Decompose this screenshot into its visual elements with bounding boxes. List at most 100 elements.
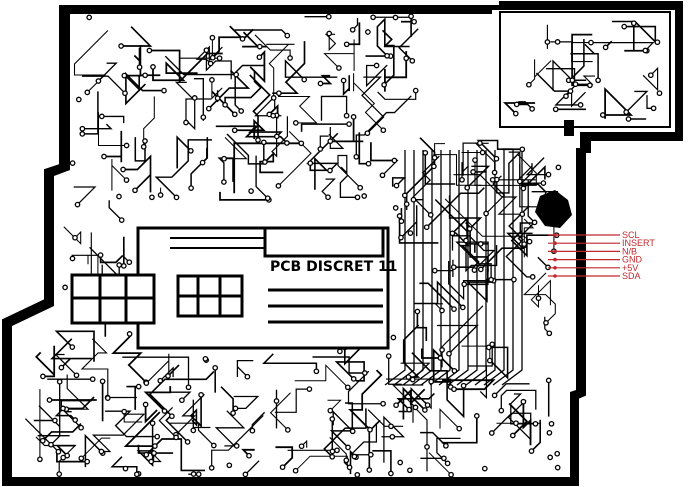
trace (234, 29, 288, 37)
trace (441, 415, 478, 444)
via (327, 138, 334, 145)
via (161, 87, 167, 94)
via (69, 344, 76, 350)
black-pad (564, 120, 574, 136)
trace (224, 137, 248, 160)
via (451, 367, 458, 374)
via (361, 193, 368, 199)
via (463, 237, 469, 244)
trace (575, 75, 595, 85)
trace (262, 353, 318, 372)
via (154, 433, 161, 440)
via (532, 420, 539, 427)
via (122, 465, 129, 472)
via (40, 373, 46, 380)
via (405, 374, 412, 380)
via (179, 397, 185, 404)
via (477, 266, 484, 273)
via (203, 47, 210, 54)
via (424, 402, 431, 408)
trace (123, 154, 152, 193)
via (149, 194, 155, 201)
via (367, 426, 373, 433)
trace (424, 152, 456, 185)
trace (320, 95, 348, 121)
bus-trace (420, 150, 442, 386)
via (621, 23, 628, 30)
via (199, 159, 206, 166)
via (403, 201, 410, 207)
via (349, 26, 356, 33)
via (554, 39, 561, 45)
via (548, 420, 555, 427)
via (79, 125, 86, 132)
via (73, 372, 80, 379)
via (340, 77, 347, 84)
via (72, 417, 79, 423)
via (498, 407, 505, 414)
via (185, 384, 192, 391)
via (408, 13, 414, 20)
via (512, 110, 519, 117)
trace (126, 385, 139, 410)
trace (125, 71, 164, 106)
via (422, 149, 429, 156)
trace (414, 280, 464, 308)
trace (519, 163, 550, 208)
left-pad-grid (70, 273, 156, 325)
trace (121, 26, 153, 47)
via (543, 319, 549, 326)
via (389, 433, 396, 440)
bus-trace (429, 150, 451, 386)
trace (412, 155, 440, 216)
via (344, 384, 351, 391)
via (350, 114, 357, 120)
trace (284, 59, 338, 81)
via (446, 350, 452, 357)
via (414, 308, 421, 315)
trace (571, 42, 593, 63)
trace (391, 384, 424, 408)
trace (82, 123, 113, 130)
via (231, 111, 238, 118)
trace (522, 164, 546, 189)
via (262, 159, 268, 165)
connector-pin-label: N/B (622, 246, 637, 256)
trace (520, 183, 549, 195)
via (56, 378, 63, 385)
trace (476, 139, 513, 160)
trace (175, 393, 205, 436)
via (519, 211, 526, 218)
via (513, 420, 519, 427)
trace (625, 90, 649, 113)
via (275, 183, 282, 189)
via (313, 368, 320, 375)
via (212, 364, 219, 371)
via (439, 307, 445, 314)
via (149, 420, 156, 427)
via (388, 470, 394, 477)
trace (527, 179, 536, 223)
via (327, 167, 333, 174)
bus-trace (483, 150, 505, 386)
trace (50, 338, 92, 369)
via (190, 427, 197, 434)
trace (233, 395, 260, 410)
trace (244, 460, 260, 475)
via (623, 109, 630, 115)
via (157, 377, 164, 384)
via (365, 160, 372, 167)
trace (111, 159, 127, 191)
component-blob (535, 190, 572, 228)
via (132, 187, 138, 194)
via (398, 234, 404, 241)
via (511, 276, 517, 283)
via (481, 465, 488, 472)
via (412, 404, 419, 411)
via (343, 41, 350, 48)
via (428, 378, 435, 385)
via (488, 430, 495, 436)
via (135, 383, 142, 390)
connector-pin (553, 233, 557, 237)
via (140, 143, 147, 150)
